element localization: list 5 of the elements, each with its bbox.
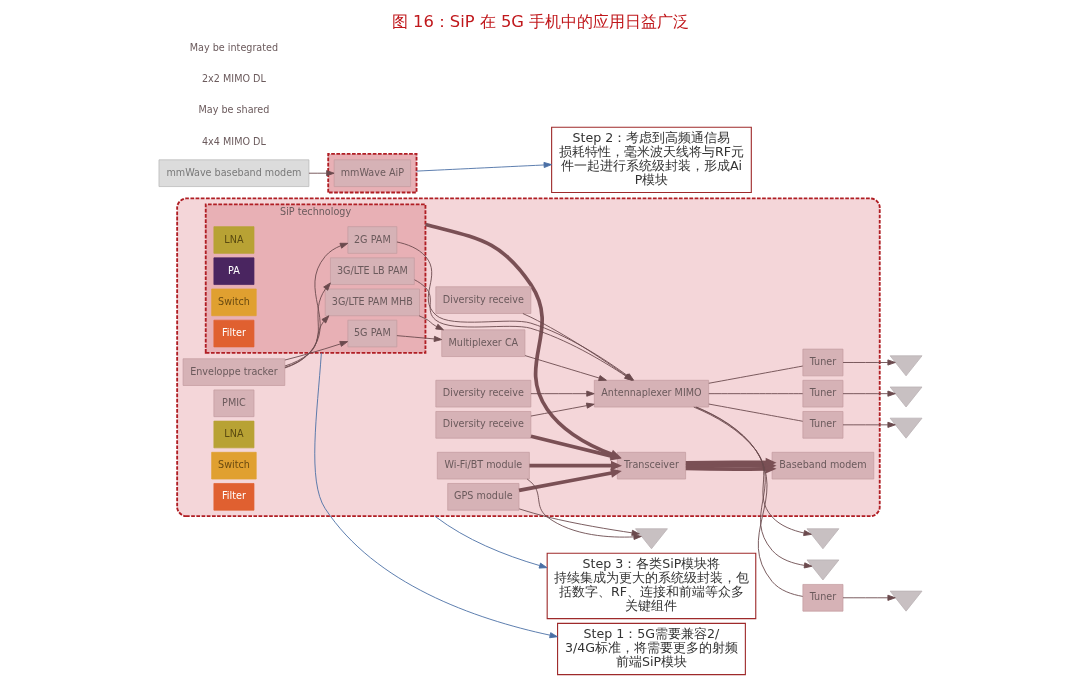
diagram-title: 图 16：SiP 在 5G 手机中的应用日益广泛 — [391, 12, 689, 32]
label: May be integrated — [189, 42, 278, 54]
label: 2x2 MIMO DL — [201, 73, 266, 85]
label: May be shared — [198, 104, 269, 116]
label: 4x4 MIMO DL — [201, 135, 266, 147]
